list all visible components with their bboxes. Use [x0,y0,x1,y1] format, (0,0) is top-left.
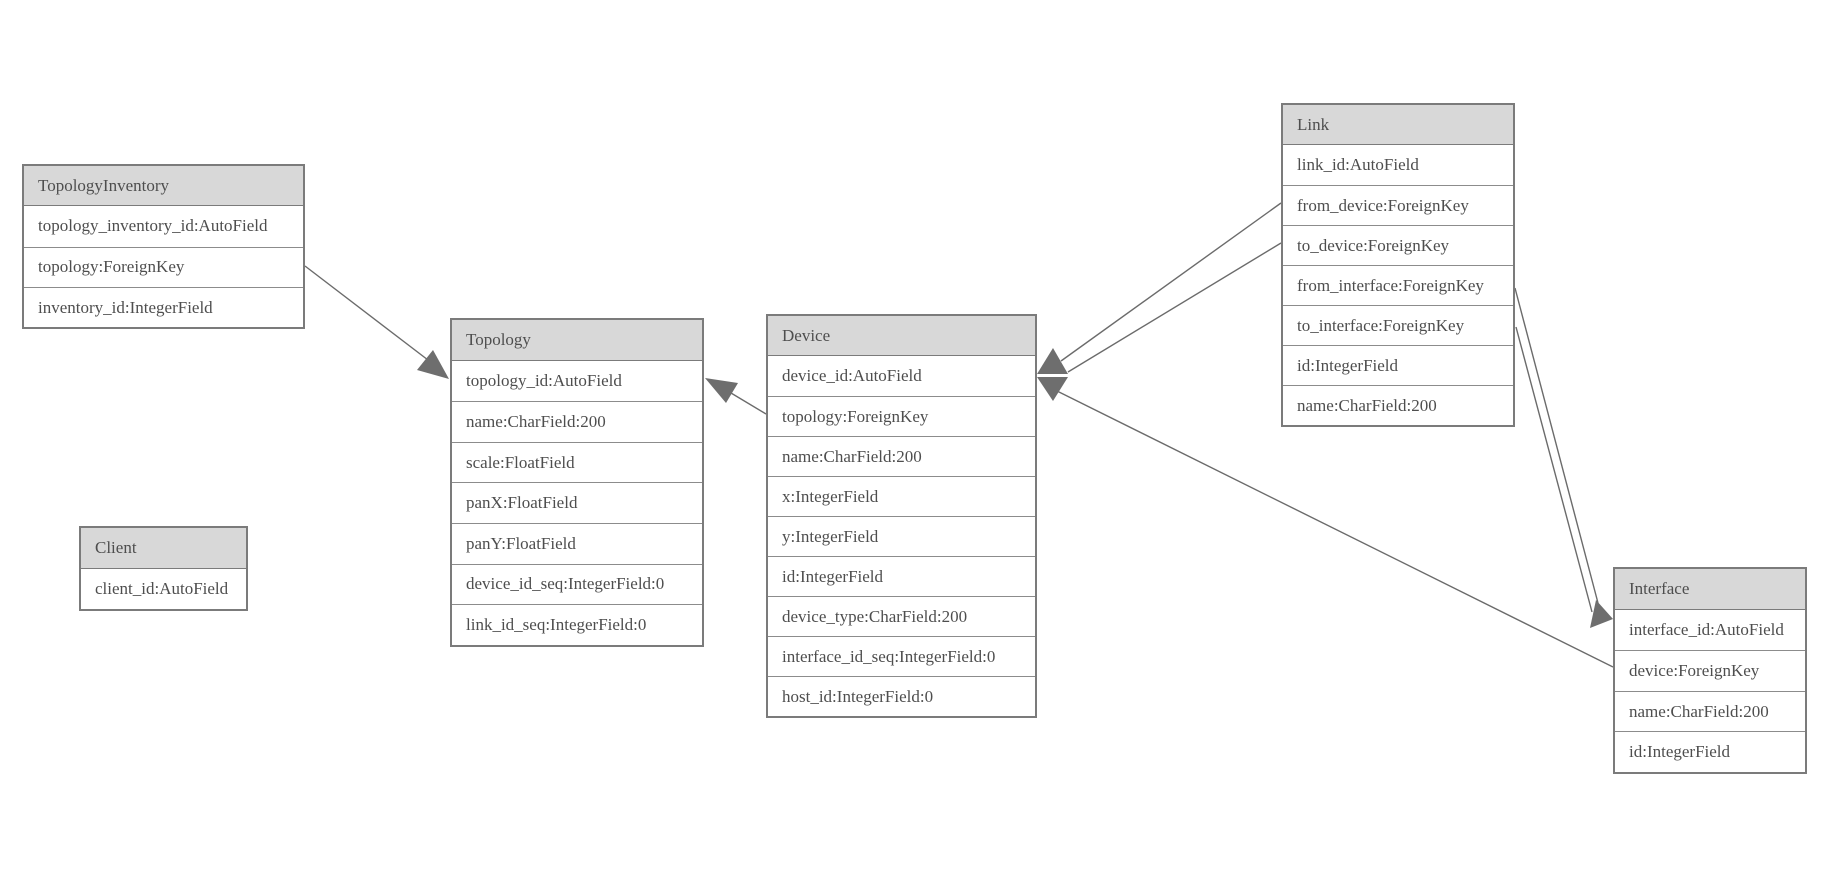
relation-line [304,265,429,361]
entity-field-id[interactable]: id:IntegerField [1615,731,1805,772]
relation-arrowhead-icon [705,378,738,403]
relation-arrowhead-icon [417,350,449,379]
entity-field-topology_inventory_id[interactable]: topology_inventory_id:AutoField [24,206,303,247]
relation-link-from_interface-interface [1514,287,1613,628]
entity-title-link[interactable]: Link [1283,105,1513,145]
entity-field-id[interactable]: id:IntegerField [1283,345,1513,385]
entity-field-topology[interactable]: topology:ForeignKey [24,246,303,287]
entity-field-link_id[interactable]: link_id:AutoField [1283,145,1513,185]
entity-field-to_interface[interactable]: to_interface:ForeignKey [1283,305,1513,345]
entity-field-client_id[interactable]: client_id:AutoField [81,568,246,609]
relation-line [1515,326,1593,613]
relation-arrowhead-icon [1037,377,1068,401]
relation-arrowhead-icon [1037,348,1068,374]
entity-field-interface_id[interactable]: interface_id:AutoField [1615,609,1805,651]
entity-title-client[interactable]: Client [81,528,246,569]
entity-field-device_type[interactable]: device_type:CharField:200 [768,596,1035,636]
entity-field-name[interactable]: name:CharField:200 [768,436,1035,476]
entity-field-to_device[interactable]: to_device:ForeignKey [1283,225,1513,265]
entity-field-panY[interactable]: panY:FloatField [452,522,702,564]
entity-field-panX[interactable]: panX:FloatField [452,482,702,523]
entity-field-device[interactable]: device:ForeignKey [1615,650,1805,691]
entity-field-y[interactable]: y:IntegerField [768,516,1035,556]
entity-title-device[interactable]: Device [768,316,1035,356]
entity-field-inventory_id[interactable]: inventory_id:IntegerField [24,286,303,328]
relation-link-from_device-device [1037,202,1282,374]
entity-title-topology[interactable]: Topology [452,320,702,361]
entity-field-device_id_seq[interactable]: device_id_seq:IntegerField:0 [452,563,702,605]
relation-link-to_device-device [1067,242,1282,373]
relation-line [730,392,767,415]
entity-field-name[interactable]: name:CharField:200 [1615,690,1805,732]
entity-title-interface[interactable]: Interface [1615,569,1805,610]
relation-line [1514,287,1599,604]
entity-title-topologyinventory[interactable]: TopologyInventory [24,166,303,207]
entity-field-interface_id_seq[interactable]: interface_id_seq:IntegerField:0 [768,636,1035,676]
relation-line [1060,202,1282,362]
entity-field-id[interactable]: id:IntegerField [768,556,1035,596]
entity-field-topology[interactable]: topology:ForeignKey [768,396,1035,436]
relation-line [1056,390,1614,668]
relation-interface-device [1037,377,1614,668]
relation-line [1067,242,1282,373]
relation-arrowhead-icon [1590,600,1613,628]
entity-field-from_device[interactable]: from_device:ForeignKey [1283,185,1513,225]
entity-field-topology_id[interactable]: topology_id:AutoField [452,360,702,402]
entity-field-link_id_seq[interactable]: link_id_seq:IntegerField:0 [452,604,702,645]
entity-field-scale[interactable]: scale:FloatField [452,441,702,483]
entity-field-from_interface[interactable]: from_interface:ForeignKey [1283,265,1513,305]
entity-field-x[interactable]: x:IntegerField [768,476,1035,516]
entity-field-name[interactable]: name:CharField:200 [1283,385,1513,425]
relation-device-topology [705,378,767,415]
entity-field-name[interactable]: name:CharField:200 [452,401,702,442]
relation-link-to_interface-interface [1515,326,1593,613]
relation-topologyinventory-topology [304,265,449,379]
entity-field-host_id[interactable]: host_id:IntegerField:0 [768,676,1035,716]
entity-field-device_id[interactable]: device_id:AutoField [768,356,1035,396]
